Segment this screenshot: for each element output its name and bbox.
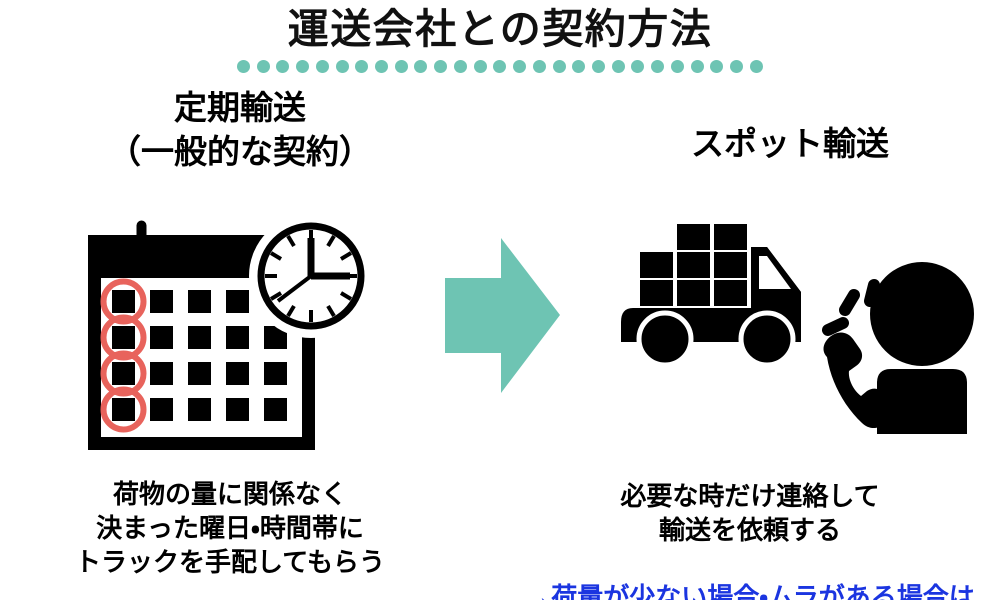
left-column-caption: 荷物の量に関係なく 決まった曜日・時間帯に トラックを手配してもらう [75, 479, 385, 577]
page-title: 運送会社との契約方法 [287, 6, 713, 52]
underline-dot [256, 59, 270, 73]
underline-dot [237, 59, 250, 73]
underline-dot [591, 59, 605, 73]
ring-lines-icon [822, 279, 880, 336]
calendar-clock-icon [88, 214, 380, 450]
underline-dot [651, 59, 665, 73]
underline-dot [296, 59, 310, 73]
right-caption-blue: →荷量が少ない場合・ムラがある場合は コストカットに繋がる [525, 582, 975, 600]
underline-dot [513, 59, 527, 73]
person-icon [870, 262, 974, 434]
underline-dot [552, 59, 566, 73]
right-column-heading: スポット輸送 [691, 125, 889, 162]
left-column-heading: 定期輸送 （一般的な契約） [108, 89, 372, 170]
underline-dot [631, 59, 645, 73]
underline-dot [670, 59, 684, 73]
phone-handset-icon [823, 332, 893, 429]
underline-dot [729, 59, 743, 73]
underline-dot [375, 59, 389, 73]
underline-dot [394, 59, 408, 73]
truck-phone-group [615, 222, 990, 434]
underline-dot [572, 59, 586, 73]
title-dotted-underline [237, 59, 763, 73]
clock-icon [249, 214, 373, 338]
underline-dot [532, 59, 546, 73]
right-column-caption: 必要な時だけ連絡して 輸送を依頼する →荷量が少ない場合・ムラがある場合は コス… [505, 446, 995, 600]
underline-dot [493, 59, 507, 73]
underline-dot [710, 59, 724, 73]
underline-dot [434, 59, 448, 73]
underline-dot [335, 59, 349, 73]
right-arrow-icon [445, 238, 560, 393]
underline-dot [473, 59, 487, 73]
underline-dot [611, 59, 625, 73]
right-caption-black: 必要な時だけ連絡して 輸送を依頼する [620, 480, 880, 545]
underline-dot [749, 59, 763, 73]
page-title-block: 運送会社との契約方法 [0, 6, 1000, 73]
underline-dot [355, 59, 369, 73]
underline-dot [453, 59, 467, 73]
underline-dot [315, 59, 329, 73]
underline-dot [414, 59, 428, 73]
underline-dot [276, 59, 290, 73]
underline-dot [690, 59, 704, 73]
